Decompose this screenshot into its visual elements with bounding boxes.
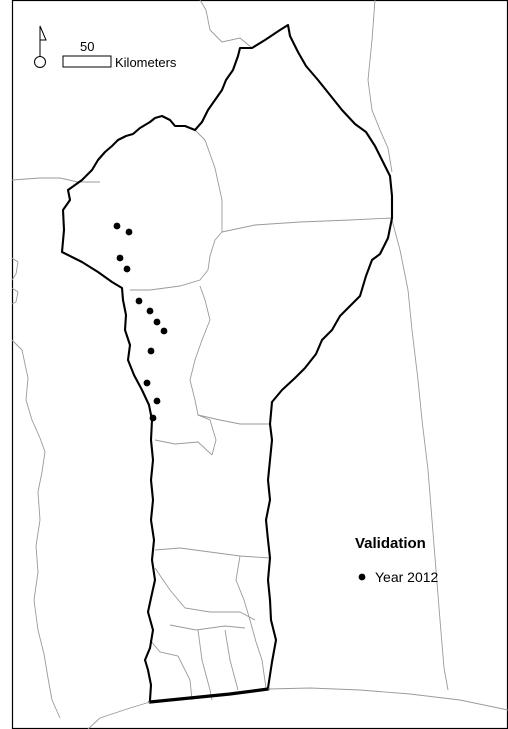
west-admin-line — [11, 177, 100, 183]
map-inner-border — [11, 0, 508, 729]
west-long-border — [11, 339, 61, 719]
validation-point — [149, 414, 157, 422]
coastline — [148, 687, 270, 704]
scale-bar-box — [62, 55, 112, 68]
validation-point — [143, 379, 151, 387]
west-neighbour-lines — [11, 0, 449, 719]
northeast-neighbour-line — [367, 0, 393, 173]
validation-point — [113, 222, 121, 230]
east-neighbour-line — [391, 219, 449, 691]
scale-bar: 50 Kilometers — [62, 39, 177, 70]
north-arrow-icon — [34, 25, 47, 68]
scale-value: 50 — [80, 39, 94, 54]
legend: Validation Year 2012 — [355, 535, 439, 585]
validation-point — [153, 397, 161, 405]
validation-point — [153, 318, 161, 326]
scale-unit: Kilometers — [115, 55, 177, 70]
legend-title: Validation — [355, 535, 426, 552]
department-lines — [130, 129, 393, 701]
sea-arc — [87, 687, 508, 729]
validation-point — [135, 297, 143, 305]
north-neighbour-line — [199, 0, 253, 49]
country-boundary — [60, 23, 394, 702]
west-small-notch — [11, 257, 19, 305]
validation-point — [160, 327, 168, 335]
validation-points — [113, 222, 168, 422]
validation-point — [125, 228, 133, 236]
validation-point — [146, 307, 154, 315]
legend-item-label: Year 2012 — [375, 569, 439, 585]
validation-point — [116, 254, 124, 262]
validation-point — [147, 347, 155, 355]
validation-point — [123, 265, 131, 273]
legend-point-symbol — [358, 573, 366, 581]
